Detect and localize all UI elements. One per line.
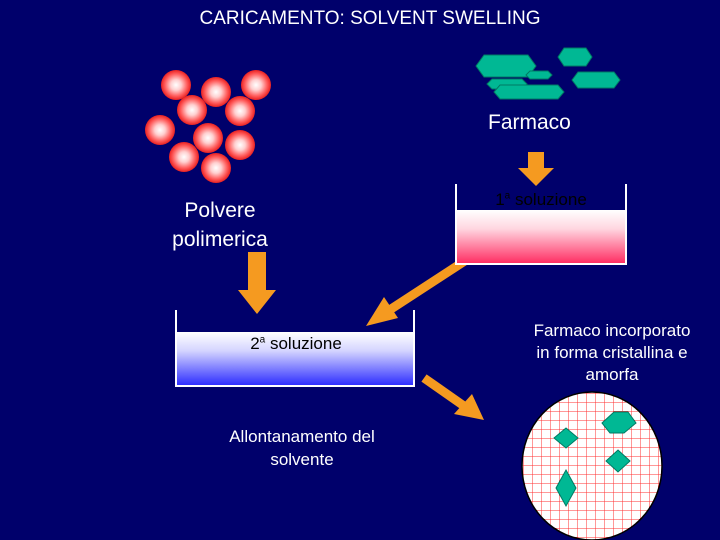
drug-incorporated-line1: Farmaco incorporato	[533, 321, 691, 340]
polymer-powder-label: Polvere polimerica	[150, 196, 290, 254]
drug-crystal	[525, 70, 553, 80]
drug-crystals	[475, 47, 621, 100]
drug-crystal	[475, 54, 537, 78]
polymer-particle	[145, 115, 175, 145]
drug-crystal	[493, 84, 565, 100]
arrow-diagonal-to-matrix	[421, 374, 484, 420]
slide-title: CARICAMENTO: SOLVENT SWELLING	[199, 8, 541, 29]
drug-incorporated-label: Farmaco incorporato in forma cristallina…	[504, 320, 720, 386]
polymer-particle	[241, 70, 271, 100]
solution2-number: 2	[250, 334, 260, 353]
solvent-removal-line2: solvente	[270, 450, 334, 469]
solvent-removal-line1: Allontanamento del	[229, 427, 375, 446]
polymer-particles	[145, 70, 271, 183]
solution1-label: 1a soluzione	[456, 190, 626, 210]
beaker-solution1	[455, 184, 627, 265]
solution2-superscript: a	[259, 334, 266, 346]
solution2-label: 2a soluzione	[178, 334, 414, 354]
polymer-particle	[225, 96, 255, 126]
loaded-matrix	[521, 391, 663, 540]
drug-incorporated-line2: in forma cristallina e	[536, 343, 688, 362]
drug-crystal	[557, 47, 593, 67]
polymer-particle	[161, 70, 191, 100]
solution2-text: soluzione	[265, 334, 342, 353]
solution1-superscript: a	[504, 190, 511, 202]
arrows	[238, 152, 554, 314]
polymer-particle	[225, 130, 255, 160]
beaker-solution2	[175, 310, 415, 387]
solution1-text: soluzione	[510, 190, 587, 209]
arrow-down-drug	[518, 152, 554, 186]
solvent-removal-label: Allontanamento del solvente	[222, 425, 382, 471]
arrow-down-polymer	[238, 252, 276, 314]
polymer-powder-label-line2: polimerica	[172, 228, 268, 251]
drug-crystal	[571, 71, 621, 89]
polymer-particle	[177, 95, 207, 125]
drug-label: Farmaco	[488, 111, 571, 134]
solution1-number: 1	[495, 190, 505, 209]
polymer-powder-label-line1: Polvere	[184, 199, 256, 222]
polymer-particle	[201, 77, 231, 107]
matrix-drug-crystal	[553, 427, 579, 449]
polymer-particle	[201, 153, 231, 183]
matrix-drug-crystal	[601, 411, 637, 434]
polymer-particle	[169, 142, 199, 172]
polymer-particle	[193, 123, 223, 153]
drug-incorporated-line3: amorfa	[585, 365, 639, 384]
matrix-drug-crystal	[555, 468, 577, 508]
matrix-drug-crystal	[605, 449, 631, 473]
